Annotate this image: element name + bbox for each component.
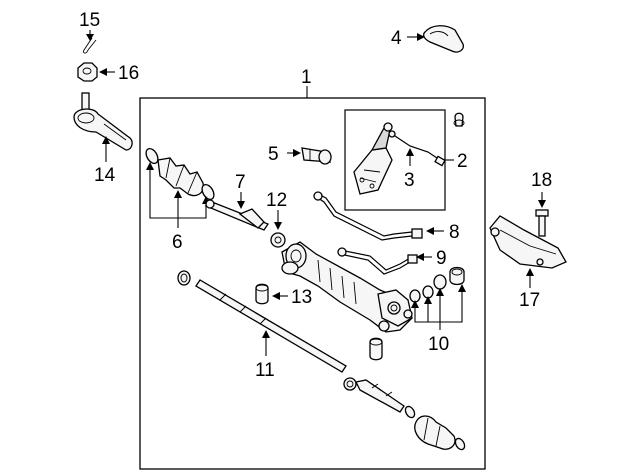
seal-ring-inner (180, 273, 188, 283)
part-13 (255, 283, 269, 305)
part-3 (353, 122, 393, 195)
callout-13: 13 (291, 287, 312, 308)
leader-18 (538, 192, 546, 208)
callout-17: 17 (519, 290, 540, 311)
callout-14: 14 (94, 165, 116, 186)
part-7 (204, 199, 269, 231)
callout-12: 12 (266, 190, 287, 211)
part-6 (145, 147, 215, 201)
callout-1: 1 (301, 67, 312, 88)
callout-6: 6 (172, 232, 183, 253)
part-10 (409, 266, 465, 303)
rack-housing (281, 241, 413, 333)
leader-11 (262, 330, 270, 356)
part-11 (195, 279, 347, 373)
callout-7: 7 (235, 172, 246, 193)
leader-3 (406, 148, 414, 166)
leader-14 (102, 136, 110, 162)
part-12 (270, 232, 286, 248)
callout-15: 15 (79, 10, 100, 31)
callout-11: 11 (255, 360, 275, 381)
callout-4: 4 (391, 28, 402, 49)
leader-16 (99, 68, 115, 76)
part-5 (301, 147, 332, 165)
leader-7 (237, 192, 245, 209)
part-16 (77, 62, 98, 82)
callout-10: 10 (428, 334, 449, 355)
callout-5: 5 (268, 144, 279, 165)
leader-13 (272, 292, 288, 300)
callout-16: 16 (118, 63, 139, 84)
sub-assembly-box (344, 109, 446, 211)
leader-9 (416, 253, 432, 261)
seal-ring (177, 270, 191, 286)
part-2 (388, 112, 465, 167)
part-9 (337, 247, 418, 275)
leader-10 (411, 284, 466, 330)
leader-15 (86, 30, 94, 41)
callout-18: 18 (531, 170, 552, 191)
leader-5 (287, 149, 301, 157)
leader-8 (426, 227, 444, 235)
part-8 (313, 191, 423, 241)
lower-tie-rod (343, 377, 416, 419)
leader-4 (407, 33, 425, 41)
callout-8: 8 (449, 222, 460, 243)
leader-17 (526, 268, 534, 288)
rack-bushing (369, 337, 383, 361)
part-14 (73, 92, 133, 151)
part-18 (535, 209, 549, 237)
leader-12 (274, 210, 282, 230)
lower-boot (414, 415, 466, 451)
part-17 (489, 215, 567, 269)
part-15 (83, 37, 97, 54)
callout-2: 2 (457, 151, 468, 172)
callout-9: 9 (436, 248, 447, 269)
part-4 (423, 25, 464, 53)
callout-3: 3 (404, 170, 415, 191)
assembly-box (139, 97, 486, 470)
